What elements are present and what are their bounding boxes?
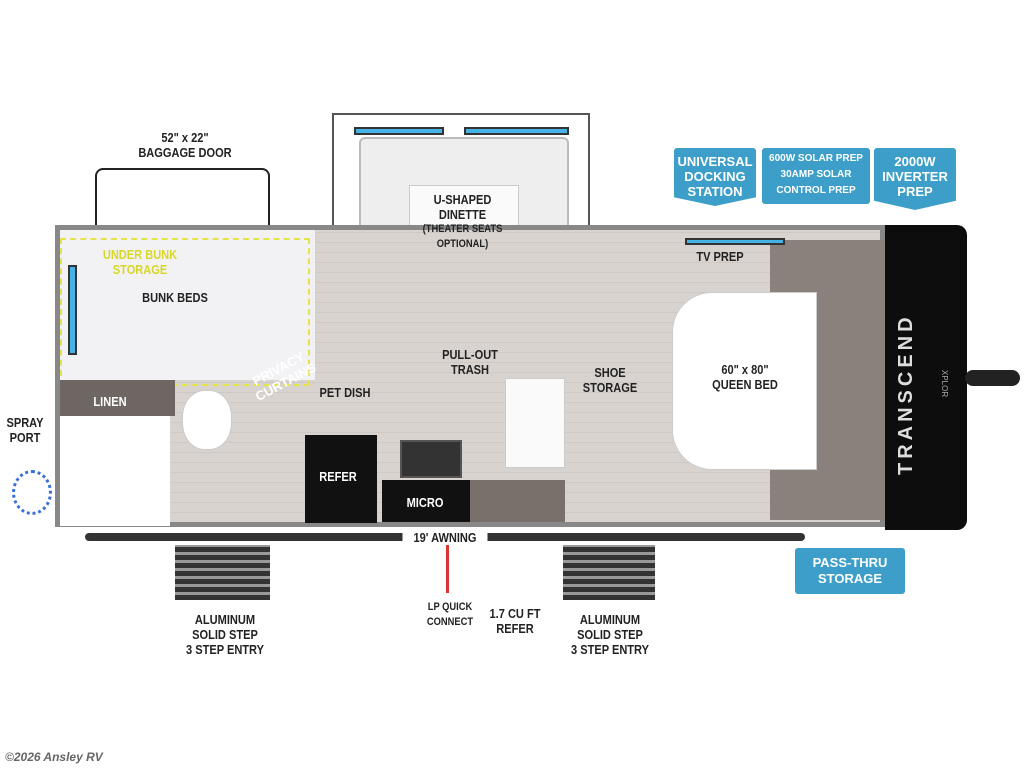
shoe-label-2: STORAGE <box>582 380 638 395</box>
step2-label-3: 3 STEP ENTRY <box>571 642 649 657</box>
bunk-area <box>60 230 315 380</box>
step2-label: ALUMINUM <box>579 612 641 627</box>
awning-label: 19' AWNING <box>402 530 488 545</box>
under-bunk-label-2: STORAGE <box>112 262 168 277</box>
refer-label: REFER <box>319 469 357 484</box>
badge-docking-station: UNIVERSAL DOCKING STATION <box>674 148 756 206</box>
badge-inverter: 2000W INVERTER PREP <box>874 148 956 210</box>
baggage-door <box>95 168 270 226</box>
stove <box>400 440 462 478</box>
refer-ext-label-2: REFER <box>496 621 534 636</box>
watermark: ©2026 Ansley RV <box>5 750 103 764</box>
linen-label: LINEN <box>93 394 127 409</box>
pet-dish-label: PET DISH <box>319 385 371 400</box>
model-logo: XPLOR <box>940 370 949 398</box>
step1-label: ALUMINUM <box>194 612 256 627</box>
step1-label-2: SOLID STEP <box>192 627 258 642</box>
under-bunk-label: UNDER BUNK <box>102 247 178 262</box>
lp-label-2: CONNECT <box>426 616 474 628</box>
refer-ext-label: 1.7 CU FT <box>489 606 541 621</box>
micro-label: MICRO <box>406 495 444 510</box>
refer-unit <box>305 435 377 523</box>
hitch <box>965 370 1020 386</box>
shoe-label: SHOE <box>594 365 626 380</box>
micro-unit <box>382 480 470 522</box>
brand-logo: TRANSCEND <box>895 313 917 475</box>
queen-bed <box>672 292 817 470</box>
toilet <box>182 390 232 450</box>
front-cap-logo: TRANSCEND XPLOR <box>885 225 967 530</box>
queen-label: QUEEN BED <box>712 377 778 392</box>
under-bunk-outline <box>60 238 310 386</box>
dinette-label: U-SHAPED <box>433 192 492 207</box>
queen-size: 60" x 80" <box>721 362 769 377</box>
spray-port-label: SPRAY <box>6 415 44 430</box>
dinette-note: (THEATER SEATS <box>422 223 503 235</box>
step2-label-2: SOLID STEP <box>577 627 643 642</box>
dinette-label-2: DINETTE <box>438 207 487 222</box>
entry-step-1 <box>175 545 270 600</box>
floorplan-body <box>55 225 885 527</box>
bunk-beds-label: BUNK BEDS <box>142 290 208 305</box>
baggage-size: 52" x 22" <box>161 130 209 145</box>
trash-label-2: TRASH <box>450 362 490 377</box>
step1-label-3: 3 STEP ENTRY <box>186 642 264 657</box>
kitchen-island <box>505 378 565 468</box>
badge-pass-thru: PASS-THRU STORAGE <box>795 548 905 594</box>
entry-step-2 <box>563 545 655 600</box>
lp-line <box>446 543 449 593</box>
lp-label: LP QUICK <box>427 601 473 613</box>
trash-label: PULL-OUT <box>442 347 498 362</box>
dinette-note-2: OPTIONAL) <box>436 238 489 250</box>
spray-port-label-2: PORT <box>9 430 41 445</box>
tv-prep-label: TV PREP <box>696 249 744 264</box>
spray-hose <box>12 470 52 515</box>
baggage-label: BAGGAGE DOOR <box>138 145 232 160</box>
